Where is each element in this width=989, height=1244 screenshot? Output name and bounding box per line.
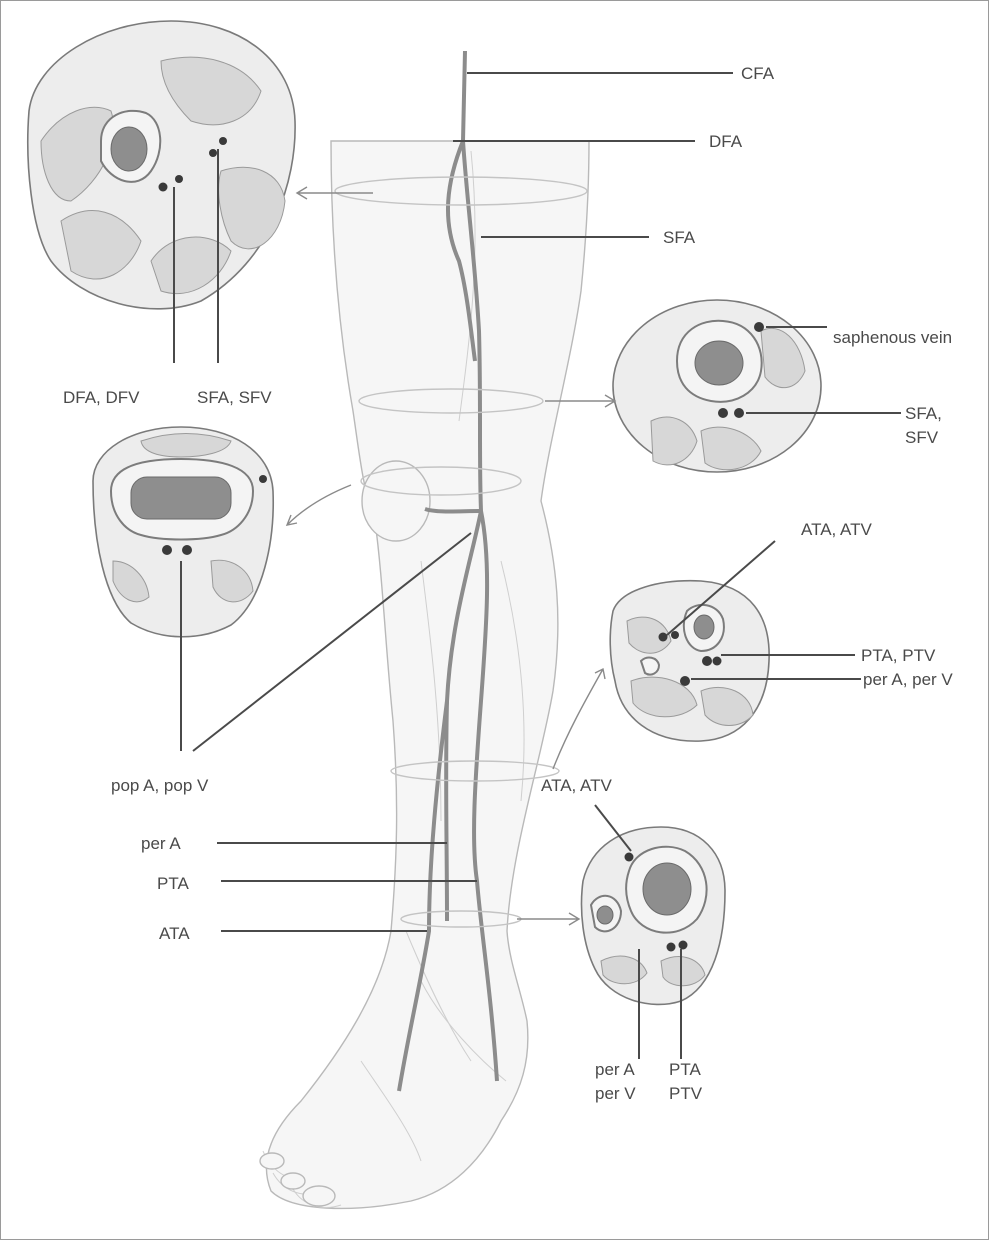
label-sfa: SFA: [663, 228, 696, 247]
label-pta: PTA: [157, 874, 189, 893]
label-ankle-per-v: per V: [595, 1084, 636, 1103]
ankle-cross-section-icon: [582, 827, 726, 1004]
label-thigh-dfa-dfv: DFA, DFV: [63, 388, 140, 407]
label-ankle-ata-atv: ATA, ATV: [541, 776, 613, 795]
leg-illustration: [260, 141, 589, 1208]
label-ata: ATA: [159, 924, 190, 943]
distal-thigh-cross-section-icon: [613, 300, 821, 472]
arrow-to-knee-section: [287, 485, 351, 525]
label-cfa: CFA: [741, 64, 775, 83]
label-calf-pta-ptv: PTA, PTV: [861, 646, 936, 665]
label-per-a: per A: [141, 834, 181, 853]
knee-cross-section-icon: [93, 427, 273, 637]
label-ankle-ptv: PTV: [669, 1084, 703, 1103]
label-thigh-sfa-sfv: SFA, SFV: [197, 388, 272, 407]
arrow-to-ankle-section: [517, 913, 579, 925]
label-ankle-per-a: per A: [595, 1060, 635, 1079]
calf-cross-section-icon: [610, 581, 769, 741]
label-distal-sfv: SFV: [905, 428, 939, 447]
label-saphenous-vein: saphenous vein: [833, 328, 952, 347]
label-ankle-pta: PTA: [669, 1060, 701, 1079]
arrow-to-calf-section: [553, 669, 605, 769]
thigh-cross-section-icon: [28, 21, 295, 309]
label-distal-sfa: SFA,: [905, 404, 942, 423]
label-calf-per: per A, per V: [863, 670, 953, 689]
label-dfa: DFA: [709, 132, 743, 151]
label-pop: pop A, pop V: [111, 776, 209, 795]
label-calf-ata-atv: ATA, ATV: [801, 520, 873, 539]
